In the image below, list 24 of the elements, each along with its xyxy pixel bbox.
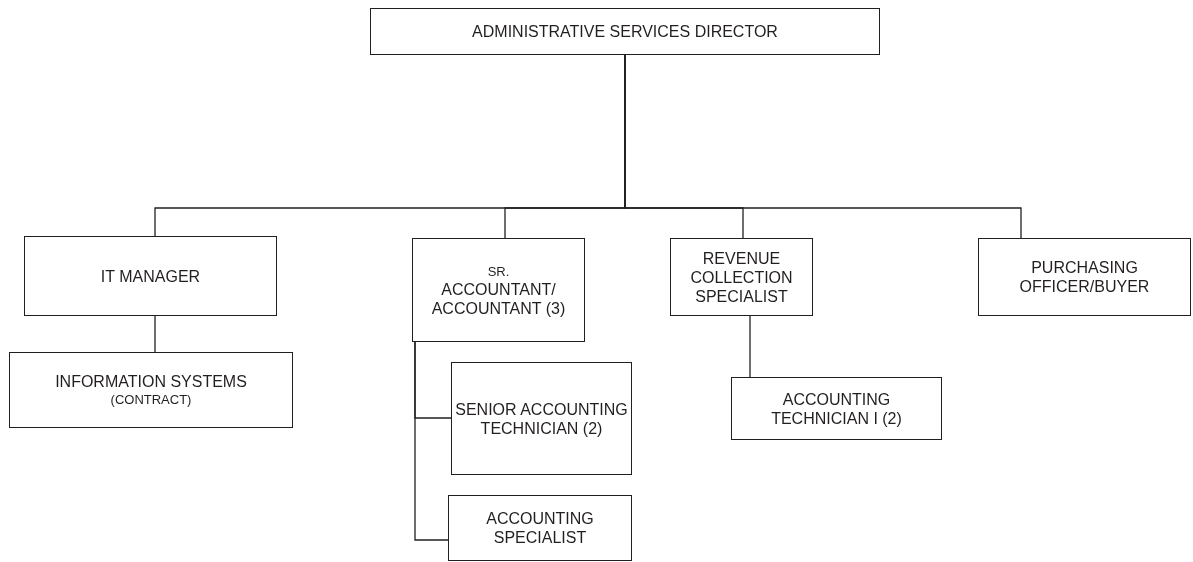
position-title: ADMINISTRATIVE SERVICES DIRECTOR [472,22,778,41]
position-box [24,236,277,316]
connector-line [749,315,751,378]
position-box [451,362,632,475]
position-title: INFORMATION SYSTEMS [55,372,247,391]
position-title: ACCOUNTING TECHNICIAN I (2) [770,389,903,428]
position-title: IT MANAGER [100,266,201,286]
position-box [731,377,942,440]
position-title: REVENUE COLLECTION SPECIALIST [689,248,794,306]
position-box [412,238,585,342]
position-box [448,495,632,561]
position-box [370,8,880,55]
position-title: (CONTRACT) [110,391,192,408]
position-title: ACCOUNTANT/ ACCOUNTANT (3) [430,279,567,318]
position-box [670,238,813,316]
connector-line [624,54,1022,239]
position-title: SENIOR ACCOUNTING TECHNICIAN (2) [454,399,629,438]
position-title: PURCHASING OFFICER/BUYER [1018,258,1151,296]
position-title: SR. [487,262,510,280]
position-title: ACCOUNTING SPECIALIST [485,509,595,547]
position-box [978,238,1191,316]
position-box [9,352,293,428]
connector-line [154,315,156,353]
connector-line [414,341,449,541]
